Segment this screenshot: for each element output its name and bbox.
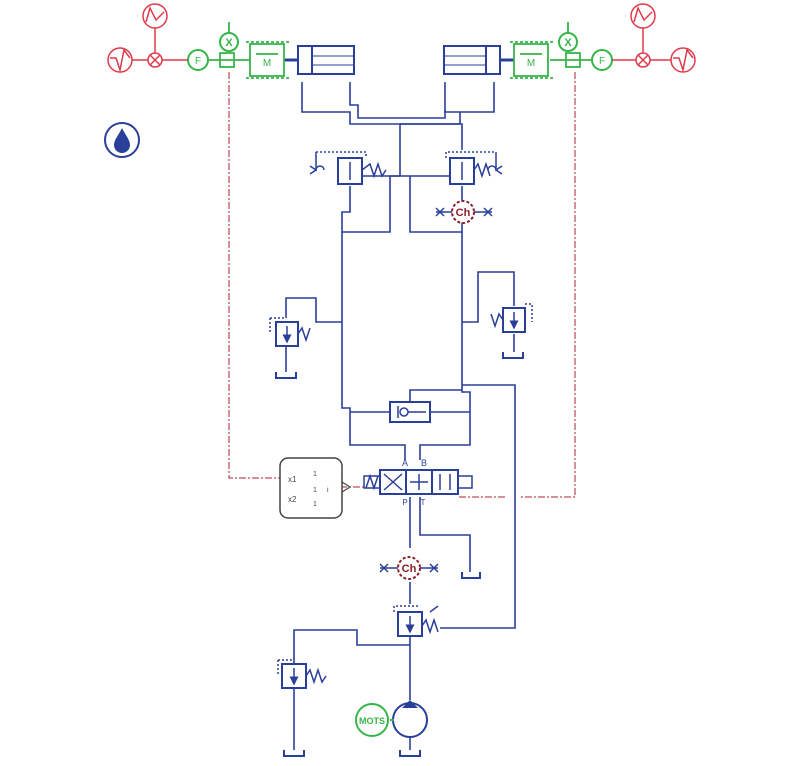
controller-gain-3: 1 <box>313 501 317 508</box>
controller-block[interactable]: x1 x2 1 1 1 i <box>279 457 352 519</box>
signal-chain-left[interactable] <box>107 3 188 73</box>
motor-label: MOTS <box>359 716 385 726</box>
chamber-icon-top[interactable]: Ch <box>435 200 493 224</box>
pilot-relief-valve-left[interactable] <box>269 317 311 379</box>
directional-valve[interactable] <box>363 469 473 495</box>
port-a-label: A <box>402 458 408 468</box>
relief-check-valve-left[interactable] <box>309 151 387 185</box>
control-signal-lines <box>228 72 576 498</box>
motor-icon[interactable]: MOTS <box>355 703 389 737</box>
signal-chain-right[interactable] <box>612 3 696 73</box>
hydraulic-lines[interactable] <box>285 82 516 750</box>
cylinder-left[interactable] <box>282 45 355 75</box>
pump-icon[interactable] <box>390 700 428 738</box>
port-p-label: P <box>402 498 407 507</box>
position-sensor-right[interactable]: X <box>558 32 578 52</box>
chamber-label-top: Ch <box>456 207 471 219</box>
force-label-right: F <box>599 56 605 67</box>
cylinder-right[interactable] <box>443 45 516 75</box>
port-b-label: B <box>421 458 427 468</box>
force-label-left: F <box>195 56 201 67</box>
shuttle-valve[interactable] <box>389 401 431 423</box>
pressure-relief-valve-secondary[interactable] <box>277 659 327 689</box>
pilot-relief-valve-right[interactable] <box>490 303 533 359</box>
tank-icon <box>283 572 481 757</box>
sensor-label-left: X <box>225 37 233 49</box>
water-drop-icon[interactable] <box>104 122 140 158</box>
position-sensor-left[interactable]: X <box>219 32 239 52</box>
chamber-icon-bottom[interactable]: Ch <box>379 556 439 580</box>
sensor-label-right: X <box>564 37 572 49</box>
chamber-label-bottom: Ch <box>402 563 417 575</box>
controller-input-x1: x1 <box>288 475 297 484</box>
relief-check-valve-right[interactable] <box>445 151 503 185</box>
force-source-left[interactable]: F <box>187 49 209 71</box>
controller-gain-2: 1 <box>313 487 317 494</box>
mechanical-chain-right[interactable] <box>510 22 592 79</box>
mechanical-chain-left[interactable] <box>208 22 290 79</box>
mass-label-right: M <box>527 58 535 69</box>
mass-label-left: M <box>263 58 271 69</box>
pressure-relief-valve-main[interactable] <box>393 605 439 637</box>
controller-input-x2: x2 <box>288 495 297 504</box>
controller-output-i: i <box>327 487 329 494</box>
controller-gain-1: 1 <box>313 471 317 478</box>
port-t-label: T <box>421 498 426 507</box>
force-source-right[interactable]: F <box>591 49 613 71</box>
